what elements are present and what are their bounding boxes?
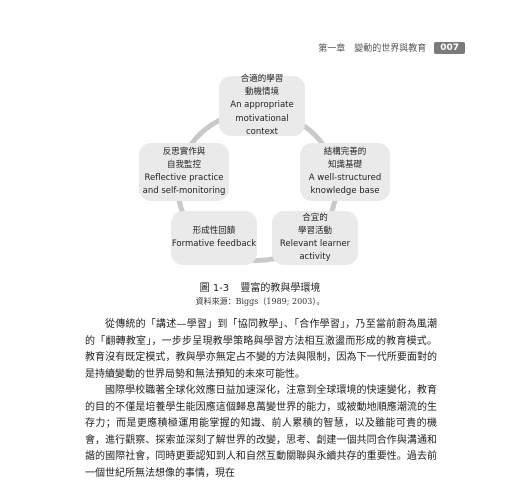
node-line: 合宜的 [302, 212, 328, 223]
node-line: A well-structured [308, 173, 382, 183]
node-line: Reflective practice [144, 173, 224, 183]
node-line: An appropriate [230, 100, 294, 111]
node-line: 動機情境 [244, 87, 279, 98]
node-line: 反思實作與 [162, 146, 206, 157]
node-line: 合適的學習 [240, 74, 284, 85]
learning-environment-diagram: 合適的學習 動機情境 An appropriate motivational c… [139, 74, 390, 265]
node-line: 自我監控 [166, 159, 201, 170]
figure-number: 圖 1-3 [199, 283, 230, 294]
node-line: Formative feedback [171, 239, 257, 249]
node-learner-activity: 合宜的 學習活動 Relevant learner activity [272, 211, 358, 265]
node-line: knowledge base [310, 186, 380, 197]
page-number: 007 [434, 41, 465, 54]
body-text: 從傳統的「講述—學習」到「協同教學」、「合作學習」，乃至當前蔚為風潮的「翻轉教室… [85, 317, 437, 482]
figure-source: 資料來源：Biggs（1989; 2003）。 [195, 297, 325, 306]
node-line: Relevant learner [279, 239, 351, 249]
node-line: 學習活動 [297, 225, 332, 236]
figure-title: 豐富的教與學環境 [240, 283, 321, 294]
node-knowledge-base: 結構完善的 知識基礎 A well-structured knowledge b… [300, 143, 390, 201]
node-formative-feedback: 形成性回饋 Formative feedback [171, 211, 257, 265]
node-reflective-practice: 反思實作與 自我監控 Reflective practice and self-… [139, 143, 229, 201]
paragraph: 國際學校職著全球化效應日益加速深化，注意到全球環境的快速變化，教育的目的不僅是培… [85, 385, 437, 479]
node-line: activity [299, 252, 331, 263]
node-line: 結構完善的 [323, 146, 367, 157]
running-header: 第一章 變動的世界與教育 007 [318, 41, 465, 54]
figure-caption: 圖 1-3 豐富的教與學環境 [0, 279, 520, 294]
chapter-title: 第一章 變動的世界與教育 [318, 44, 427, 54]
node-motivational-context: 合適的學習 動機情境 An appropriate motivational c… [219, 74, 305, 137]
node-line: and self-monitoring [142, 186, 226, 197]
paragraph: 從傳統的「講述—學習」到「協同教學」、「合作學習」，乃至當前蔚為風潮的「翻轉教室… [85, 319, 437, 380]
node-line: 形成性回饋 [192, 225, 236, 236]
node-line: 知識基礎 [327, 159, 362, 170]
node-line: motivational context [235, 113, 289, 137]
